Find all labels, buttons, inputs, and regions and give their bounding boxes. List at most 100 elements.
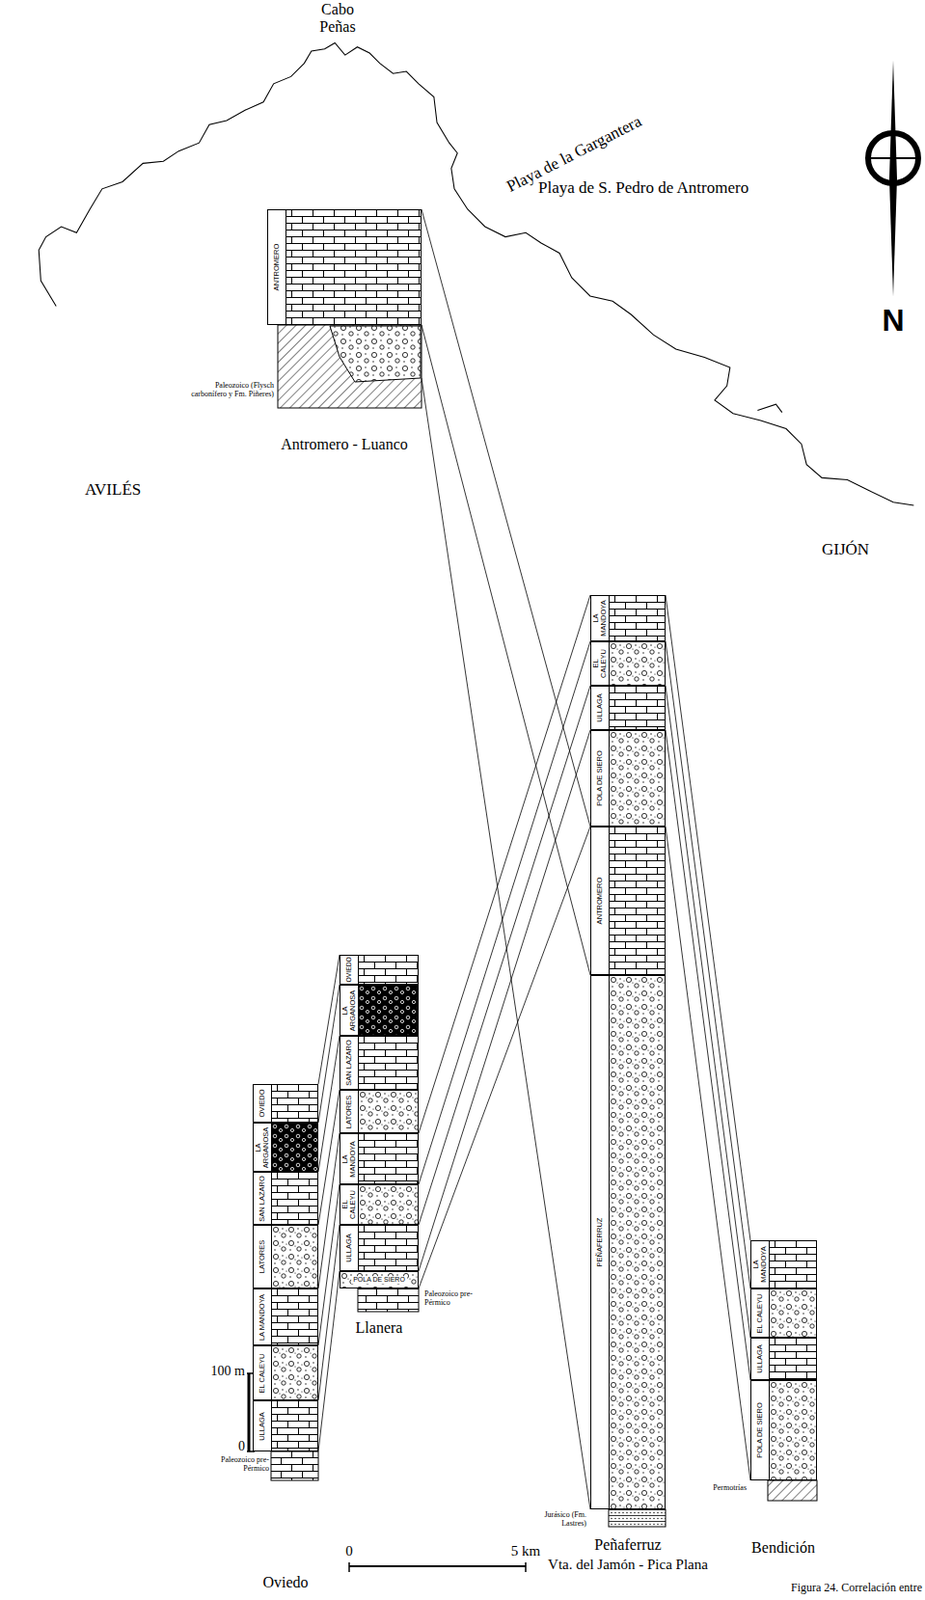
lithology-fill: [358, 1090, 418, 1133]
label-strip: POLA DE SIERO: [591, 731, 610, 826]
map-label: 5 km: [511, 1543, 541, 1560]
label-strip: OVIEDO: [253, 1085, 273, 1122]
map-label: 0: [238, 1439, 245, 1455]
label-strip: EL CALEYU: [253, 1346, 273, 1400]
formation-box: OVIEDO: [252, 1084, 319, 1123]
conglomerate-wedge: [329, 326, 421, 382]
map-label: Playa de S. Pedro de Antromero: [538, 178, 749, 197]
correlation-line: [418, 595, 591, 1134]
map-label: Peñas: [319, 18, 355, 36]
formation-name: ULLAGA: [345, 1227, 354, 1269]
formation-box: LATORES: [339, 1089, 419, 1134]
basement-block: [767, 1480, 817, 1501]
map-label: Permotrías: [712, 1484, 747, 1494]
figure-caption: Figura 24. Correlación entre: [790, 1581, 923, 1595]
lithology-fill: [769, 1289, 817, 1337]
formation-box: PEÑAFERRUZ: [590, 975, 666, 1510]
formation-label-group: LA ARGANOSA: [341, 987, 357, 1034]
formation-name: OVIEDO: [345, 957, 353, 982]
formation-name: LATORES: [258, 1227, 267, 1286]
map-label: Oviedo: [262, 1574, 308, 1592]
formation-label-group: EL CALEYU: [258, 1348, 267, 1398]
lithology-fill: [358, 985, 418, 1035]
formation-label-group: ANTROMERO: [596, 829, 604, 973]
formation-box: LA ARGANOSA: [252, 1122, 319, 1172]
label-strip: ULLAGA: [751, 1338, 770, 1380]
formation-label-group: POLA DE SIERO: [351, 1276, 408, 1284]
formation-name: SAN LAZARO: [345, 1038, 354, 1088]
formation-label-group: POLA DE SIERO: [756, 1383, 764, 1478]
label-strip: EL CALEYU: [751, 1289, 770, 1337]
basement-block: [271, 1451, 319, 1481]
correlation-line: [665, 826, 751, 1481]
label-strip: LATORES: [340, 1090, 359, 1133]
formation-name: EL CALEYU: [341, 1187, 357, 1223]
label-strip: LA MANDOYA: [591, 596, 610, 641]
label-strip: POLA DE SIERO: [751, 1381, 770, 1480]
formation-box: LA MANDOYA: [750, 1240, 817, 1289]
formation-box: OVIEDO: [339, 954, 419, 985]
formation-name: POLA DE SIERO: [756, 1383, 764, 1478]
correlation-line: [421, 378, 591, 1510]
label-strip: LA MANDOYA: [253, 1289, 273, 1345]
formation-box: ULLAGA: [252, 1400, 319, 1452]
formation-box: EL CALEYU: [750, 1288, 817, 1338]
map-label: Jurásico (Fm. Lastres): [526, 1511, 587, 1529]
map-label: Antromero - Luanco: [280, 435, 409, 454]
formation-box: ULLAGA: [590, 685, 666, 731]
map-label: Cabo: [321, 0, 354, 19]
lithology-fill: [286, 210, 421, 325]
formation-box: POLA DE SIERO: [339, 1271, 419, 1289]
formation-label-group: OVIEDO: [345, 957, 353, 982]
lithology-fill: [358, 1225, 418, 1271]
formation-box: SAN LAZARO: [339, 1035, 419, 1090]
formation-box: EL CALEYU: [590, 641, 666, 686]
formation-label-group: SAN LAZARO: [258, 1174, 267, 1223]
label-strip: ULLAGA: [591, 686, 610, 730]
formation-label-group: LA MANDOYA: [258, 1291, 267, 1343]
correlation-line: [665, 641, 751, 1289]
correlation-line: [418, 826, 591, 1289]
correlation-line: [418, 685, 591, 1225]
formation-label-group: OVIEDO: [258, 1087, 267, 1120]
correlation-line: [318, 1224, 340, 1401]
correlation-line: [418, 641, 591, 1185]
conglomerate-wedge-fill: [329, 326, 421, 382]
map-label: Bendición: [751, 1539, 816, 1557]
formation-name: EL CALEYU: [592, 644, 608, 683]
formation-label-group: LATORES: [345, 1092, 354, 1131]
map-label: 100 m: [211, 1363, 245, 1380]
lithology-fill: [272, 1123, 318, 1171]
formation-name: SAN LAZARO: [258, 1174, 267, 1223]
basement-block: [608, 1509, 666, 1527]
formation-label-group: EL CALEYU: [592, 644, 608, 683]
formation-name: ANTROMERO: [596, 829, 604, 973]
label-strip: EL CALEYU: [340, 1185, 359, 1225]
lithology-fill: [272, 1172, 318, 1225]
coastline-map: [38, 42, 914, 506]
correlation-line: [665, 685, 751, 1338]
map-label: Paleozoico pre-Pérmico: [211, 1456, 270, 1474]
correlation-line: [318, 1184, 340, 1346]
map-label: Paleozoico pre-Pérmico: [424, 1290, 492, 1308]
label-strip: ANTROMERO: [268, 210, 287, 325]
formation-name: POLA DE SIERO: [353, 1276, 406, 1284]
formation-name: LA MANDOYA: [592, 598, 608, 639]
north-cross: [866, 157, 921, 160]
formation-name: POLA DE SIERO: [596, 733, 604, 824]
label-strip: PEÑAFERRUZ: [591, 976, 610, 1509]
label-strip: OVIEDO: [340, 955, 359, 984]
scale-tick: [524, 1562, 527, 1573]
map-label: AVILÉS: [84, 480, 141, 499]
map-label: Paleozoico (Flysch carbonífero y Fm. Piñ…: [185, 381, 274, 400]
formation-box: ANTROMERO: [267, 209, 422, 326]
formation-label-group: POLA DE SIERO: [596, 733, 604, 824]
label-strip: LA ARGANOSA: [340, 985, 359, 1035]
lithology-fill: [272, 1225, 318, 1288]
lithology-fill: [609, 827, 665, 975]
label-strip: SAN LAZARO: [340, 1036, 359, 1089]
scale-tick: [348, 1562, 351, 1573]
lithology-fill: [609, 976, 665, 1509]
basement-block: [357, 1288, 419, 1312]
